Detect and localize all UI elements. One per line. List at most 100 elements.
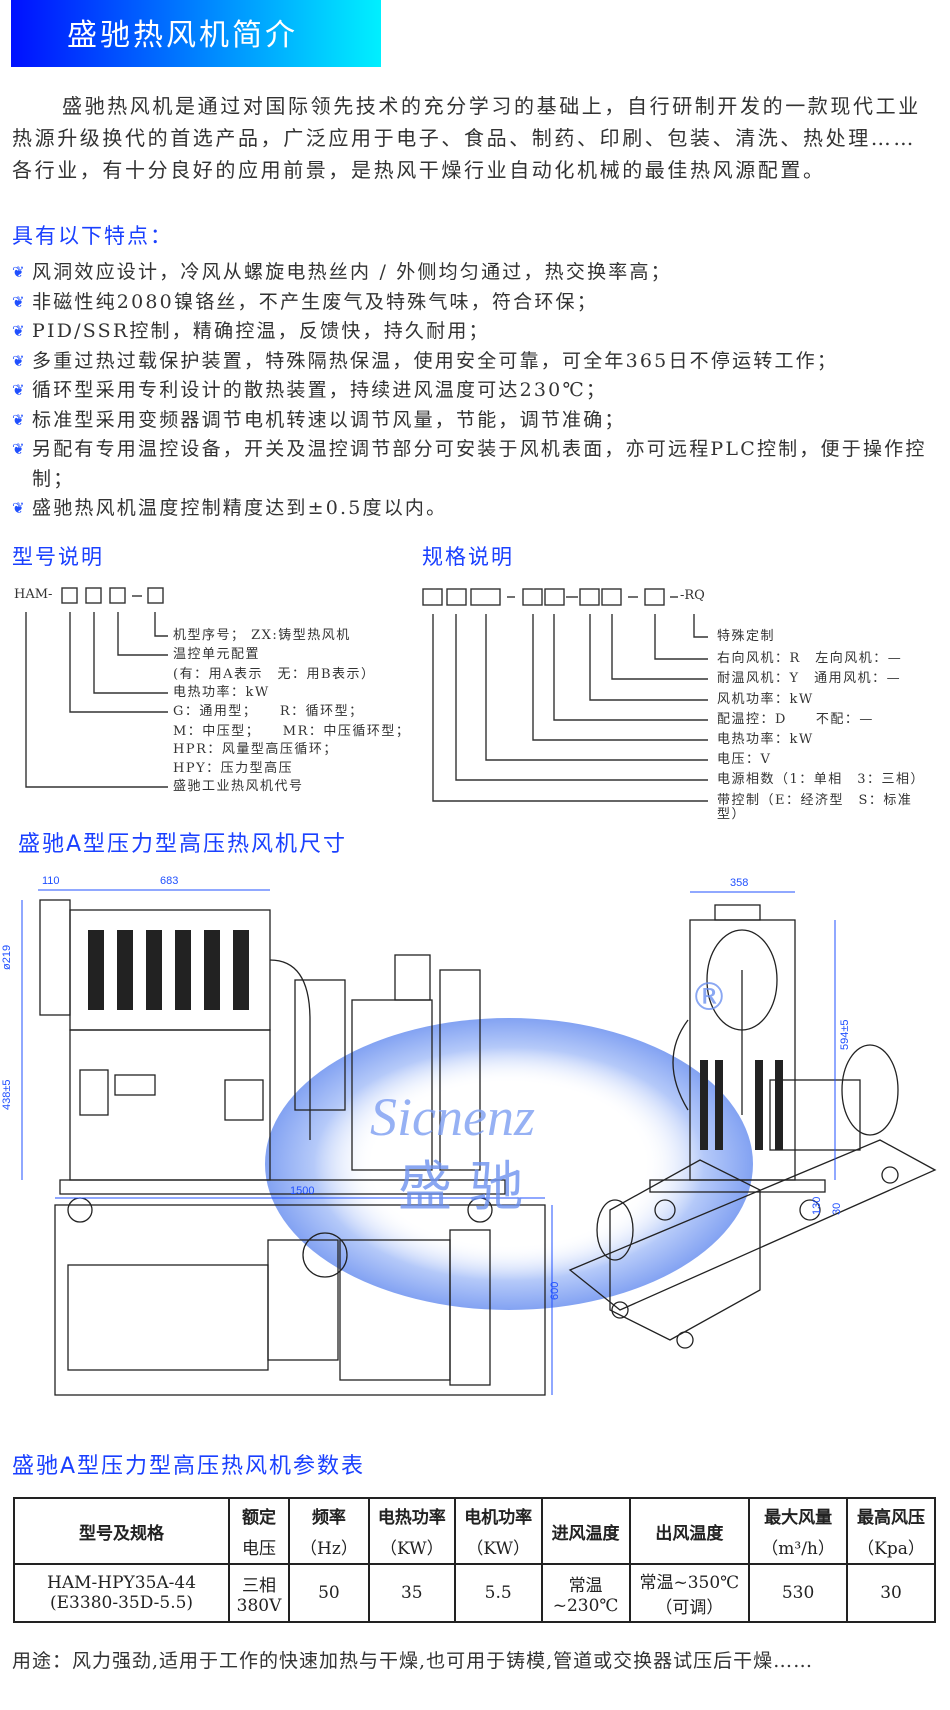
front-vents (88, 930, 249, 1010)
table-cell: 30 (846, 1563, 936, 1623)
feature-text: 循环型采用专利设计的散热装置，持续进风温度可达230℃； (32, 379, 608, 401)
cell-line: 5.5 (484, 1583, 512, 1603)
table-header-cell: 最高风压 （Kpa） (846, 1497, 936, 1565)
feature-item: ❦ 盛驰热风机温度控制精度达到±0.5度以内。 (12, 494, 942, 524)
model-label: G：通用型； R：循环型； (173, 704, 364, 719)
table-cell: 50 (288, 1563, 370, 1623)
dimension-label: ø219 (1, 945, 13, 970)
dimension-label: 358 (730, 877, 748, 889)
bullet-swirl-icon: ❦ (12, 440, 27, 458)
bullet-swirl-icon: ❦ (12, 410, 27, 429)
bullet-swirl-icon: ❦ (12, 351, 27, 370)
header-unit: （m³/h） (761, 1539, 835, 1559)
feature-item: ❦ 标准型采用变频器调节电机转速以调节风量，节能，调节准确； (12, 406, 942, 436)
features-list: ❦ 风洞效应设计，冷风从螺旋电热丝内 / 外侧均匀通过，热交换率高； ❦ 非磁性纯20… (12, 258, 942, 524)
front-view (39, 899, 506, 1223)
side-view (649, 904, 826, 1221)
feature-item: ❦循环型采用专利设计的散热装置，持续进风温度可达230℃； (12, 376, 942, 406)
table-cell: 常温~230℃ (540, 1563, 631, 1623)
dimension-label: 110 (42, 875, 60, 887)
cell-line: HAM-HPY35A-44 (47, 1573, 197, 1593)
spec-label: 右向风机：R 左向风机：— (717, 651, 903, 666)
header-label: 电机功率 (464, 1508, 533, 1528)
feature-text: 多重过热过载保护装置，特殊隔热保温，使用安全可靠，可全年365日不停运转工作； (32, 349, 839, 372)
header-label: 出风温度 (655, 1523, 724, 1544)
watermark-brand: Sicnenz (370, 1087, 535, 1147)
model-label: 盛驰工业热风机代号 (173, 779, 304, 794)
feature-text: PID/SSR控制，精确控温，反馈快，持久耐用； (32, 320, 490, 342)
model-label: 温控单元配置 (173, 647, 261, 662)
header-label: 电热功率 (377, 1508, 446, 1528)
model-label: (有：用A表示 无：用B表示） (173, 667, 376, 682)
model-label: M：中压型； MR：中压循环型； (173, 724, 411, 739)
header-label: 最大风量 (764, 1508, 833, 1528)
parameter-table: 型号及规格 额定电压 频率 （Hz） 电热功率 （KW） 电机功率 （KW） 进风温度 出风温度 最… (12, 1497, 936, 1623)
bullet-swirl-icon: ❦ (12, 322, 27, 340)
spec-suffix: -RQ (680, 588, 705, 603)
spec-label: 带控制（E：经济型 S：标准 (717, 793, 913, 808)
feature-text: 标准型采用变频器调节电机转速以调节风量，节能，调节准确； (32, 408, 626, 431)
bullet-swirl-icon: ❦ (12, 263, 27, 281)
header-label: 额定 (242, 1508, 277, 1528)
model-heading: 型号说明 (12, 545, 104, 569)
dimension-label: 1500 (290, 1185, 314, 1197)
table-cell: HAM-HPY35A-44(E3380-35D-5.5) (12, 1563, 231, 1623)
feature-text: 风洞效应设计，冷风从螺旋电热丝内 / 外侧均匀通过，热交换率高； (32, 261, 672, 283)
dimension-heading: 盛驰A型压力型高压热风机尺寸 (18, 832, 348, 857)
header-label: 型号及规格 (79, 1523, 165, 1544)
table-header-cell: 电热功率 （KW） (367, 1497, 456, 1565)
watermark-ring (265, 1018, 753, 1310)
feature-text: 非磁性纯2080镍铬丝，不产生废气及特殊气味，符合环保； (32, 290, 598, 313)
cell-line: 三相 (242, 1575, 277, 1596)
header-label: 频率 (311, 1508, 346, 1528)
cell-line: 35 (400, 1583, 423, 1603)
feature-item: ❦ 多重过热过载保护装置，特殊隔热保温，使用安全可靠，可全年365日不停运转工作； (12, 347, 942, 377)
table-heading: 盛驰A型压力型高压热风机参数表 (12, 1454, 366, 1479)
top-view (54, 1204, 546, 1396)
spec-label: 配温控：D 不配：— (717, 712, 874, 727)
feature-text: 盛驰热风机温度控制精度达到±0.5度以内。 (32, 497, 448, 519)
feature-item: ❦ PID/SSR控制，精确控温，反馈快，持久耐用； (12, 317, 942, 347)
cell-line: 30 (880, 1583, 902, 1603)
table-cell: 530 (748, 1563, 849, 1623)
table-cell: 35 (367, 1563, 456, 1623)
bullet-swirl-icon: ❦ (12, 292, 27, 311)
cell-line: (E3380-35D-5.5) (50, 1593, 194, 1613)
bullet-swirl-icon: ❦ (12, 499, 27, 517)
spec-heading: 规格说明 (422, 545, 514, 569)
feature-item: ❦ 风洞效应设计，冷风从螺旋电热丝内 / 外侧均匀通过，热交换率高； (12, 258, 942, 288)
header-unit: （Hz） (300, 1539, 358, 1559)
cell-line: （可调） (655, 1598, 724, 1618)
feature-text: 另配有专用温控设备，开关及温控调节部分可安装于风机表面，亦可远程PLC控制，便于… (32, 438, 927, 490)
dimension-label: 30 (831, 1203, 843, 1215)
table-cell: 5.5 (453, 1563, 543, 1623)
feature-item: ❦ 另配有专用温控设备，开关及温控调节部分可安装于风机表面，亦可远程PLC控制，便… (12, 435, 942, 494)
table-header-cell: 频率 （Hz） (288, 1497, 370, 1565)
spec-label: 电压：V (717, 752, 772, 767)
watermark-cn: 盛 驰 (398, 1155, 523, 1218)
spec-label: 型） (717, 807, 747, 822)
header-unit: （KW） (380, 1539, 444, 1559)
dimension-label: 683 (160, 875, 178, 887)
cell-line: 530 (781, 1583, 815, 1603)
model-label: 机型序号； ZX:铸型热风机 (173, 628, 351, 643)
header-unit: （KW） (466, 1539, 530, 1559)
table-header-cell: 型号及规格 (12, 1497, 231, 1565)
usage-text: 用途：风力强劲,适用于工作的快速加热与干燥,也可用于铸模,管道或交换器试压后干燥… (12, 1650, 814, 1672)
table-header-cell: 最大风量 （m³/h） (748, 1497, 849, 1565)
table-cell: 常温~350℃（可调） (628, 1563, 751, 1623)
isometric-view (568, 1044, 937, 1349)
dimension-label: 130 (811, 1197, 823, 1215)
spec-label: 电热功率：kW (717, 732, 814, 747)
model-label: HPY：压力型高压 (173, 761, 294, 776)
header-unit: （Kpa） (857, 1539, 925, 1559)
table-header-cell: 额定电压 (228, 1497, 290, 1565)
table-header-cell: 进风温度 (540, 1497, 631, 1565)
dimension-label: 438±5 (1, 1079, 13, 1110)
header-label: 进风温度 (551, 1523, 620, 1544)
header-unit: 电压 (242, 1539, 277, 1559)
model-label: 电热功率：kW (173, 685, 270, 700)
header-label: 最高风压 (857, 1508, 925, 1528)
